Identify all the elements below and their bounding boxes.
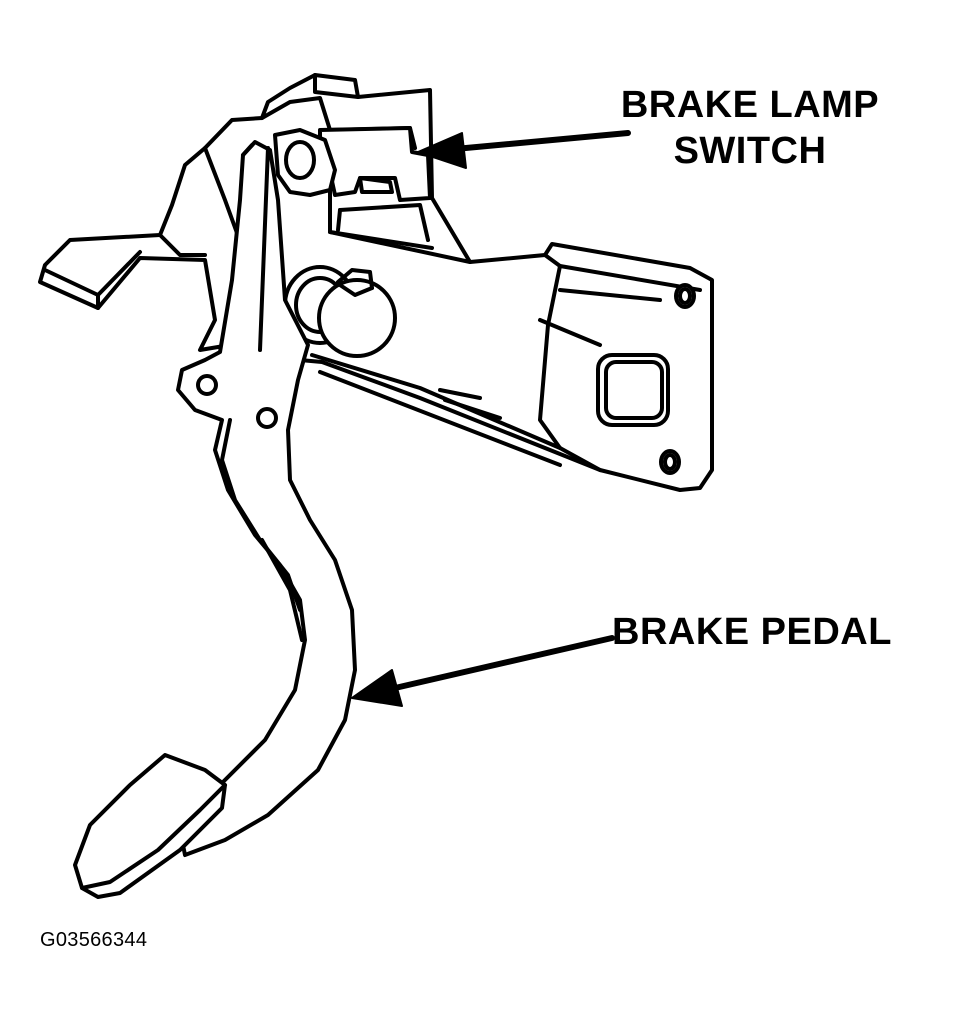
brake-lamp-switch-label-line2: SWITCH bbox=[673, 130, 827, 172]
figure-id: G03566344 bbox=[40, 929, 148, 951]
pivot-assembly bbox=[283, 265, 397, 358]
upper-pivot-eye bbox=[273, 128, 337, 197]
brake-lamp-switch-arrow bbox=[417, 130, 631, 169]
brake-pedal-label: BRAKE PEDAL bbox=[612, 611, 892, 653]
brake-pedal-arrow bbox=[351, 635, 615, 707]
brake-lamp-switch-label-line1: BRAKE LAMP bbox=[620, 84, 880, 126]
pedal-pad bbox=[73, 753, 227, 899]
bracket-mounting-holes bbox=[596, 283, 696, 475]
bracket-left-arm bbox=[38, 146, 247, 352]
